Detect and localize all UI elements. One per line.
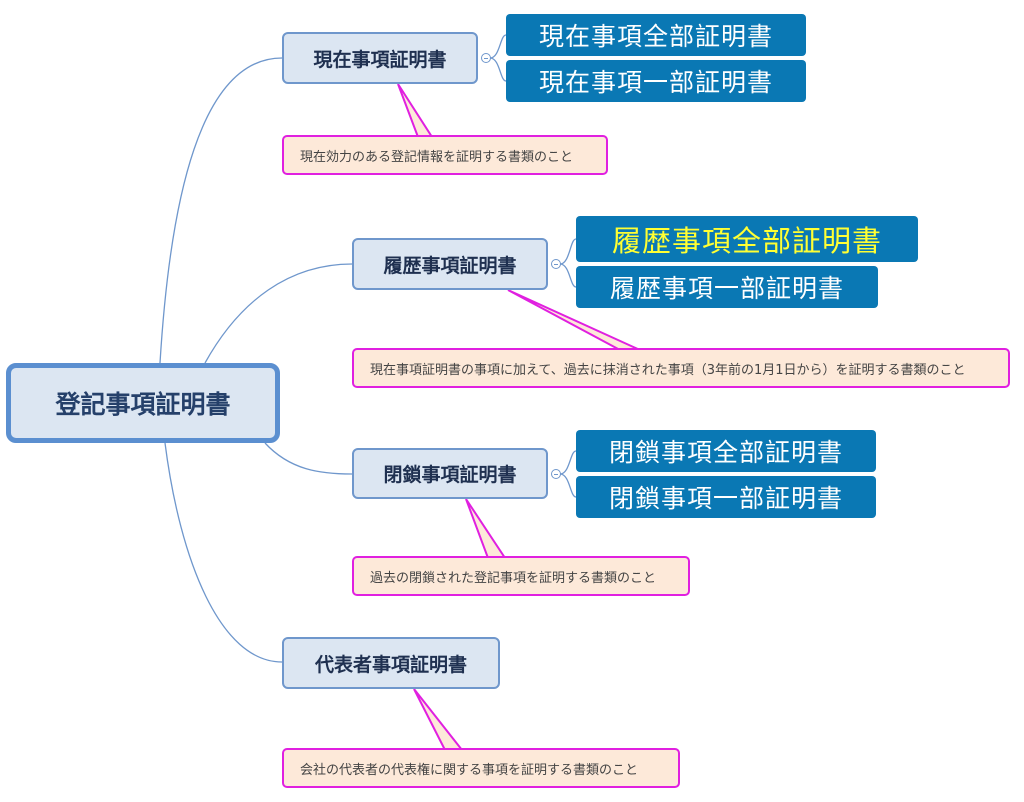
branch-node-heisa[interactable]: 閉鎖事項証明書 bbox=[352, 448, 548, 499]
connector-root-branch-4 bbox=[164, 442, 283, 663]
callout-pointer-1 bbox=[397, 83, 434, 138]
connector-branch-3-leaves bbox=[559, 450, 577, 498]
branch-label: 履歴事項証明書 bbox=[383, 254, 517, 277]
branch-label: 現在事項証明書 bbox=[313, 48, 447, 71]
note-callout: 現在効力のある登記情報を証明する書類のこと bbox=[282, 135, 608, 175]
root-node-label: 登記事項証明書 bbox=[55, 390, 231, 419]
connector-branch-2-leaves bbox=[559, 238, 577, 288]
callout-pointer-4 bbox=[413, 688, 465, 751]
leaf-node[interactable]: 閉鎖事項一部証明書 bbox=[576, 476, 876, 518]
branch-label: 閉鎖事項証明書 bbox=[383, 464, 517, 486]
leaf-node[interactable]: 履歴事項一部証明書 bbox=[576, 266, 878, 308]
collapse-toggle-icon[interactable] bbox=[481, 53, 491, 63]
root-node[interactable]: 登記事項証明書 bbox=[6, 363, 280, 443]
connector-root-branch-1 bbox=[159, 57, 283, 364]
note-callout: 現在事項証明書の事項に加えて、過去に抹消された事項（3年前の1月1日から）を証明… bbox=[352, 348, 1010, 388]
branch-node-rireki[interactable]: 履歴事項証明書 bbox=[352, 238, 548, 290]
callout-pointer-3 bbox=[465, 498, 507, 559]
leaf-node[interactable]: 閉鎖事項全部証明書 bbox=[576, 430, 876, 472]
branch-node-genzai[interactable]: 現在事項証明書 bbox=[282, 32, 478, 84]
branch-node-daihyosha[interactable]: 代表者事項証明書 bbox=[282, 637, 500, 689]
leaf-node-highlighted[interactable]: 履歴事項全部証明書 bbox=[576, 216, 918, 262]
note-callout: 過去の閉鎖された登記事項を証明する書類のこと bbox=[352, 556, 690, 596]
leaf-node[interactable]: 現在事項一部証明書 bbox=[506, 60, 806, 102]
collapse-toggle-icon[interactable] bbox=[551, 469, 561, 479]
collapse-toggle-icon[interactable] bbox=[551, 259, 561, 269]
connector-root-branch-3 bbox=[264, 442, 353, 475]
leaf-node[interactable]: 現在事項全部証明書 bbox=[506, 14, 806, 56]
branch-label: 代表者事項証明書 bbox=[314, 653, 467, 676]
connector-root-branch-2 bbox=[204, 263, 353, 364]
note-callout: 会社の代表者の代表権に関する事項を証明する書類のこと bbox=[282, 748, 680, 788]
connector-branch-1-leaves bbox=[489, 34, 507, 82]
